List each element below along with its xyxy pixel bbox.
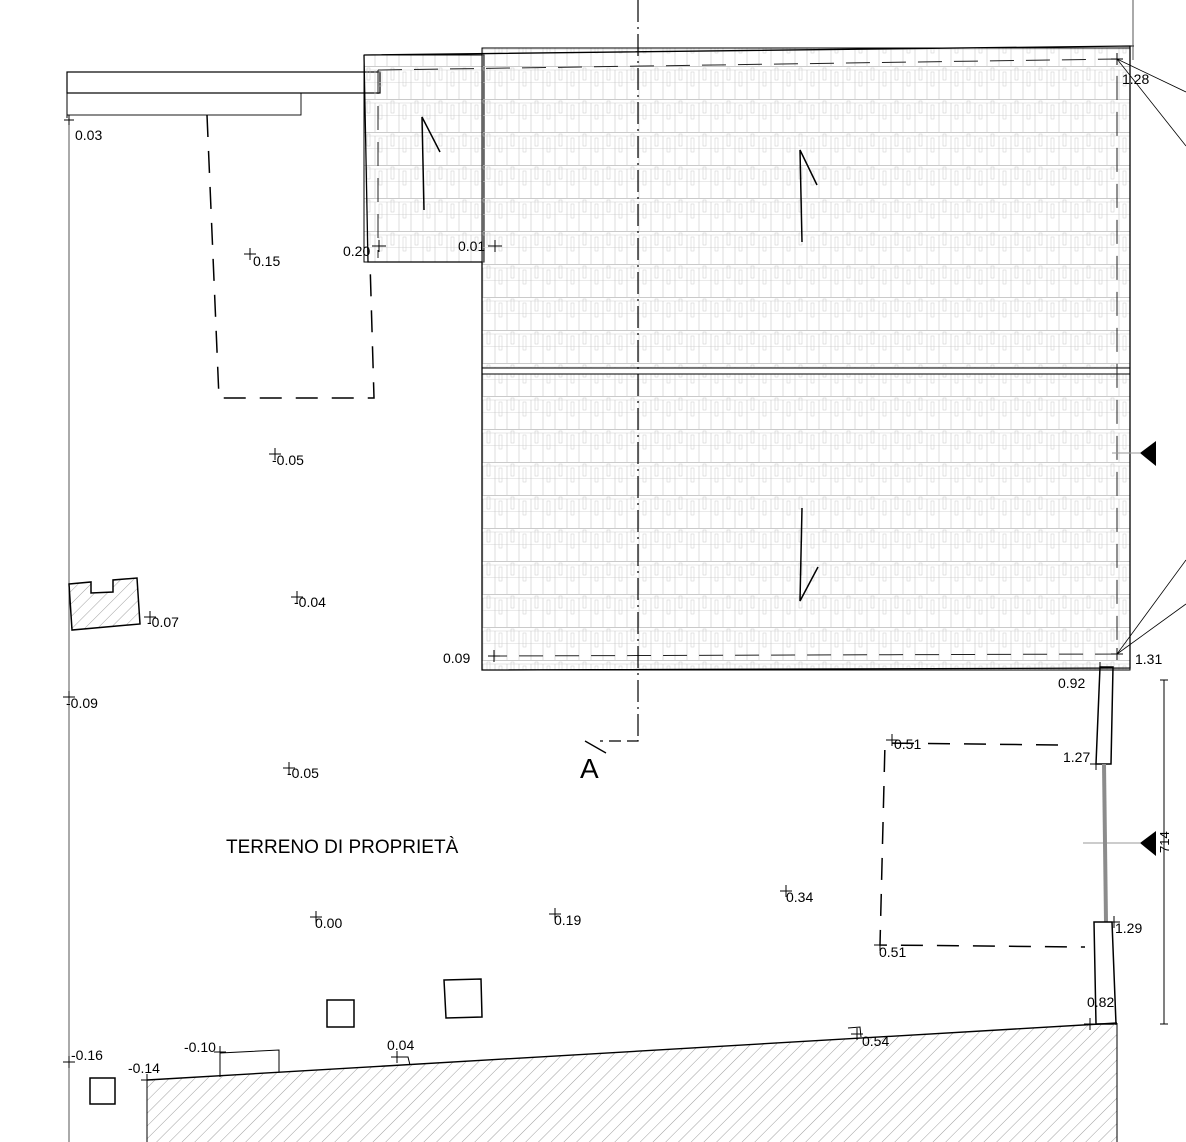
elevation-label: 0.15 <box>253 253 280 269</box>
area-label: TERRENO DI PROPRIETÀ <box>226 837 459 858</box>
top-left-beam <box>66 71 381 118</box>
section-letter: A <box>580 753 599 784</box>
elevation-label: 0.01 <box>458 238 485 254</box>
dashed-footprint-upper <box>206 114 375 399</box>
section-marker-triangle-upper <box>1140 441 1156 466</box>
elevation-label: 1.27 <box>1063 749 1090 765</box>
gate-posts <box>1093 666 1117 1025</box>
elevation-label: 0.82 <box>1087 994 1114 1010</box>
dashed-footprint-lower <box>879 742 1086 948</box>
elevation-label: -0.07 <box>147 614 179 630</box>
elevation-labels: 0.03 0.15 0.20 0.01 1.28 -0.05 -0.07 -0.… <box>66 71 1162 1076</box>
elevation-label: 0.04 <box>387 1037 414 1053</box>
elevation-label: 0.92 <box>1058 675 1085 691</box>
elevation-markers <box>63 53 1123 1086</box>
elevation-label: 0.03 <box>75 127 102 143</box>
roof-upper-wing <box>363 54 485 263</box>
elevation-label: -0.14 <box>128 1060 160 1076</box>
dimension-label: 714 <box>1157 831 1172 853</box>
elevation-label: 0.34 <box>786 889 813 905</box>
elevation-label: 0.51 <box>894 736 921 752</box>
elevation-label: 0.19 <box>554 912 581 928</box>
small-square-2 <box>443 978 483 1019</box>
elevation-label: 0.00 <box>315 915 342 931</box>
hatched-manhole <box>68 577 141 631</box>
section-marker-triangle-lower <box>1140 831 1156 856</box>
small-square-1 <box>326 999 355 1028</box>
elevation-label: -0.05 <box>287 765 319 781</box>
elevation-label: 0.09 <box>443 650 470 666</box>
small-square-3 <box>89 1077 116 1105</box>
elevation-label: -0.10 <box>184 1039 216 1055</box>
elevation-label: 1.29 <box>1115 920 1142 936</box>
hatched-road <box>147 1023 1117 1142</box>
section-a-arrow <box>584 740 607 754</box>
elevation-label: -0.16 <box>71 1047 103 1063</box>
slope-arrows <box>421 116 819 602</box>
elevation-label: 0.54 <box>862 1033 889 1049</box>
road-edge <box>146 1022 1118 1081</box>
elevation-label: 1.31 <box>1135 651 1162 667</box>
elevation-label: 0.51 <box>879 944 906 960</box>
elevation-label: -0.05 <box>272 452 304 468</box>
elevation-label: -0.09 <box>66 695 98 711</box>
elevation-label: 1.28 <box>1122 71 1149 87</box>
elevation-label: 0.20 <box>343 243 370 259</box>
reference-lines-right <box>1116 58 1186 655</box>
elevation-label: -0.04 <box>294 594 326 610</box>
roof-lower-main <box>481 373 1131 671</box>
dimension-line <box>1160 679 1168 1025</box>
roof-upper-main <box>481 47 1131 375</box>
eave-dashed-line <box>377 58 1118 657</box>
